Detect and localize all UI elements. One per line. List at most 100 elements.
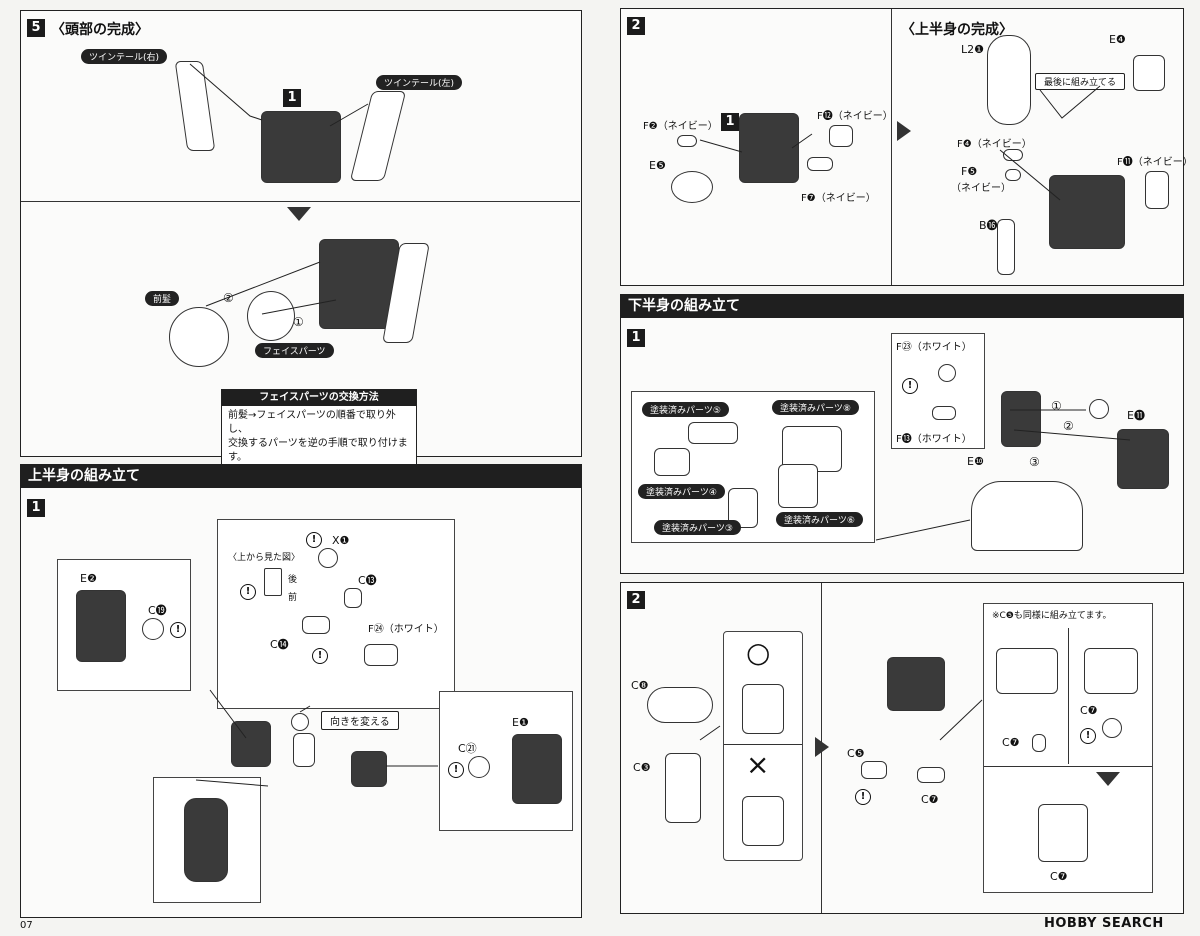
label-e2: E❷ (80, 572, 97, 585)
label-last: 最後に組み立てる (1035, 73, 1126, 90)
right-arrow-icon (815, 737, 829, 757)
label-f5-navy: （ネイビー） (951, 183, 1011, 194)
c14-part (302, 616, 330, 634)
c7-right-part (1084, 648, 1138, 694)
label-face-parts: フェイスパーツ (255, 343, 334, 358)
label-f24: F㉔（ホワイト） (368, 624, 444, 635)
f24-part (364, 644, 398, 666)
f13-part (932, 406, 956, 420)
label-twin-right: ツインテール(右) (81, 49, 168, 64)
label-n2: ② (1063, 419, 1074, 433)
label-c7: C❼ (921, 793, 939, 806)
upper-complete-panel: 2 〈上半身の完成〉 F❷（ネイビー） 1 F⓬（ネイビー） E❺ F❼（ネイビ… (620, 8, 1193, 286)
bangs-part (169, 307, 229, 367)
e4-part (1133, 55, 1165, 91)
label-f7: F❼（ネイビー） (801, 193, 876, 204)
label-c5: C❺ (847, 747, 865, 760)
down-arrow-icon (287, 207, 311, 221)
label-e4: E❹ (1109, 33, 1126, 46)
e1-part (512, 734, 562, 804)
label-c7-bottom: C❼ (1050, 870, 1068, 883)
c13-part (344, 588, 362, 608)
c21-part (468, 756, 490, 778)
section-bar: 下半身の組み立て (620, 294, 1184, 318)
inset-painted-parts: 塗装済みパーツ⑤ 塗装済みパーツ⑧ 塗装済みパーツ④ 塗装済みパーツ③ 塗装済み… (631, 391, 875, 543)
label-b16: B⓰ (979, 219, 998, 232)
note-line-1: 前髪→フェイスパーツの順番で取り外し、 (228, 410, 396, 435)
label-x1: X❶ (332, 534, 350, 547)
step-number: 1 (283, 89, 301, 107)
c19-part (142, 618, 164, 640)
step-number: 1 (721, 113, 739, 131)
label-front: 前 (288, 593, 298, 603)
step-number: 2 (627, 591, 645, 609)
label-bangs: 前髪 (145, 291, 180, 306)
c3-part (665, 753, 701, 823)
c7-small-part (1032, 734, 1046, 752)
assembled-part (184, 798, 228, 882)
note-heading: フェイスパーツの交換方法 (222, 390, 416, 406)
left-page: 5 〈頭部の完成〉 ツインテール(右) ツインテール(左) 1 前髪 ② ① フ… (20, 10, 582, 931)
warning-icon: ! (312, 648, 328, 664)
divider (21, 201, 580, 202)
down-arrow-icon (1096, 772, 1120, 786)
divider (724, 744, 802, 745)
c7-final-part (1038, 804, 1088, 862)
divider (1068, 628, 1069, 764)
p5-part (688, 422, 738, 444)
step-number: 1 (627, 329, 645, 347)
label-c3: C❸ (633, 761, 651, 774)
e2-part (76, 590, 126, 662)
c7-joint-part (1102, 718, 1122, 738)
label-e5: E❺ (649, 159, 666, 172)
label-num-1: ① (293, 315, 304, 329)
warning-icon: ! (306, 532, 322, 548)
label-f2: F❷（ネイビー） (643, 121, 718, 132)
label-c14: C⓮ (270, 638, 289, 651)
label-f23: F㉓（ホワイト） (896, 342, 972, 353)
divider (891, 9, 892, 285)
e5-part (671, 171, 713, 203)
label-back: 後 (288, 575, 298, 585)
warning-icon: ! (240, 584, 256, 600)
label-e1: E❶ (512, 716, 529, 729)
head-complete-panel: 5 〈頭部の完成〉 ツインテール(右) ツインテール(左) 1 前髪 ② ① フ… (20, 10, 582, 469)
warning-icon: ! (1080, 728, 1096, 744)
ok-part (742, 684, 784, 734)
f4-part (1003, 149, 1023, 161)
inset-e1: E❶ C㉑ ! (439, 691, 573, 831)
torso-part-right (351, 751, 387, 787)
label-n1: ① (1051, 399, 1062, 413)
ok-mark: ○ (746, 636, 771, 669)
section-bar: 上半身の組み立て (20, 464, 582, 488)
label-n3: ③ (1029, 455, 1040, 469)
lower-body-panel: 下半身の組み立て 1 塗装済みパーツ⑤ 塗装済みパーツ⑧ 塗装済みパーツ④ 塗装… (620, 294, 1184, 574)
x1-part (318, 548, 338, 568)
hip-assembly-part (887, 657, 945, 711)
upper-body-panel: 上半身の組み立て 1 E❷ C⓳ ! X❶ ! C⓭ 〈上から見た図〉 後 前 … (20, 464, 582, 918)
label-turn: 向きを変える (321, 711, 399, 730)
hobby-search-logo: HOBBY SEARCH (1044, 916, 1164, 931)
label-top-view: 〈上から見た図〉 (228, 553, 301, 563)
c8-part (647, 687, 713, 723)
ball-joint-part (291, 713, 309, 731)
label-c21: C㉑ (458, 742, 477, 755)
label-note: ※C❺も同様に組み立てます。 (992, 611, 1112, 621)
ok-ng-box: ○ × (723, 631, 803, 861)
warning-icon: ! (448, 762, 464, 778)
label-c7-right: C❼ (1080, 704, 1098, 717)
label-p3: 塗装済みパーツ③ (654, 520, 741, 535)
p4-part (654, 448, 690, 476)
lower-step2-panel: 2 C❽ C❸ ○ × C❺ ! C❼ ※C❺も同様に組み立てます。 C❼ C❼ (620, 582, 1184, 914)
c5-part (861, 761, 887, 779)
step-number: 2 (627, 17, 645, 35)
section-title: 〈頭部の完成〉 (51, 22, 149, 38)
right-arrow-icon (897, 121, 911, 141)
warning-icon: ! (902, 378, 918, 394)
torso-part-left (231, 721, 271, 767)
label-e10: E❿ (967, 455, 984, 468)
c7-part (917, 767, 945, 783)
label-num-2: ② (223, 291, 234, 305)
top-view-part (264, 568, 282, 596)
l2-1-part (987, 35, 1031, 125)
